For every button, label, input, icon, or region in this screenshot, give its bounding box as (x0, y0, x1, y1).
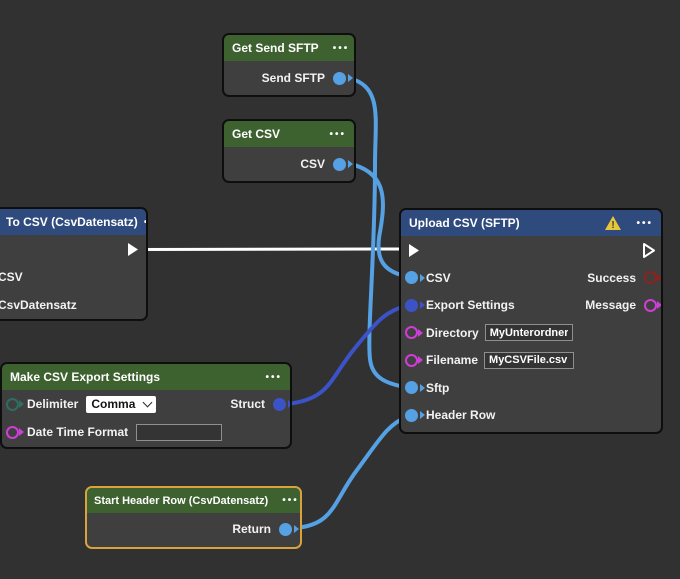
wire-struct-to-exportsettings[interactable] (285, 303, 410, 406)
port-label: CSV (0, 270, 23, 284)
port-row: Return (87, 513, 300, 545)
input-port-filename[interactable] (405, 353, 418, 367)
wire-getcsv-to-csv[interactable] (347, 161, 412, 279)
port-label: Send SFTP (261, 71, 325, 85)
node-make-csv-export-settings[interactable]: Make CSV Export Settings ••• Delimiter C… (0, 362, 292, 449)
node-title: Make CSV Export Settings (10, 370, 161, 384)
exec-out-pin[interactable] (125, 241, 140, 258)
input-port-directory[interactable] (405, 326, 418, 340)
port-label: Sftp (426, 380, 450, 395)
port-row: Directory (401, 319, 661, 347)
port-label: Export Settings (426, 298, 515, 313)
input-port-header-row[interactable] (405, 408, 418, 422)
node-title: Get Send SFTP (232, 41, 319, 55)
wire-exec-tocsv-to-upload[interactable] (137, 247, 411, 251)
port-label: CsvDatensatz (0, 298, 77, 312)
warning-icon[interactable]: ! (604, 215, 622, 231)
port-label: Directory (426, 325, 479, 340)
menu-dots-icon[interactable]: ••• (282, 495, 299, 506)
exec-row (0, 235, 146, 263)
node-header[interactable]: To CSV (CsvDatensatz) ••• (0, 209, 146, 235)
node-header[interactable]: Start Header Row (CsvDatensatz) ••• (87, 488, 300, 513)
port-row: Date Time Format (2, 418, 290, 446)
node-get-send-sftp[interactable]: Get Send SFTP ••• Send SFTP (222, 33, 356, 97)
port-label: Return (232, 522, 271, 536)
delimiter-selected-value: Comma (91, 397, 136, 411)
node-to-csv[interactable]: To CSV (CsvDatensatz) ••• CSV CsvDatensa… (0, 207, 148, 321)
input-port-export-settings[interactable] (405, 298, 418, 312)
port-label: Filename (426, 353, 479, 368)
node-header[interactable]: Get Send SFTP ••• (224, 35, 354, 61)
wire-sendsftp-to-sftp[interactable] (347, 76, 412, 390)
port-label: Header Row (426, 408, 496, 423)
menu-dots-icon[interactable]: ••• (265, 371, 282, 383)
exec-out-pin[interactable] (641, 242, 656, 259)
port-row: Header Row (401, 402, 661, 430)
menu-dots-icon[interactable]: ••• (636, 217, 653, 229)
port-row: Send SFTP (224, 61, 354, 95)
delimiter-select[interactable]: Comma (86, 395, 157, 413)
output-port-struct[interactable] (273, 397, 286, 411)
exec-row (401, 236, 661, 264)
output-port-csv[interactable] (333, 157, 346, 171)
node-start-header-row[interactable]: Start Header Row (CsvDatensatz) ••• Retu… (85, 486, 302, 549)
input-port-delimiter[interactable] (6, 397, 19, 411)
input-port-sftp[interactable] (405, 381, 418, 395)
exec-in-pin[interactable] (406, 242, 421, 259)
node-header[interactable]: Make CSV Export Settings ••• (2, 364, 290, 390)
filename-input[interactable] (484, 351, 575, 369)
menu-dots-icon[interactable]: ••• (332, 42, 350, 54)
output-port-return[interactable] (279, 522, 292, 536)
port-label: Delimiter (27, 397, 79, 411)
port-label: CSV (426, 270, 451, 285)
menu-dots-icon[interactable]: ••• (144, 217, 146, 228)
menu-dots-icon[interactable]: ••• (329, 128, 346, 140)
port-row: Filename (401, 347, 661, 375)
node-get-csv[interactable]: Get CSV ••• CSV (222, 119, 356, 183)
port-row: CSV Success (401, 264, 661, 292)
node-title: Upload CSV (SFTP) (409, 216, 520, 230)
port-label: Success (587, 270, 636, 285)
port-row: CSV (224, 147, 354, 181)
port-label: Message (585, 298, 636, 313)
port-row: CsvDatensatz (0, 291, 146, 319)
output-port-success[interactable] (644, 271, 657, 285)
node-title: To CSV (CsvDatensatz) (6, 215, 138, 229)
svg-text:!: ! (612, 220, 615, 231)
date-time-format-input[interactable] (136, 423, 223, 441)
node-title: Get CSV (232, 127, 281, 141)
node-header[interactable]: Upload CSV (SFTP) ! ••• (401, 210, 661, 236)
port-row: CSV (0, 263, 146, 291)
port-row: Export Settings Message (401, 292, 661, 320)
wire-return-to-headerrow[interactable] (293, 414, 410, 530)
input-port-date-time-format[interactable] (6, 425, 19, 439)
port-label: Date Time Format (27, 425, 129, 439)
port-row: Delimiter Comma Struct (2, 390, 290, 418)
node-title: Start Header Row (CsvDatensatz) (94, 494, 269, 507)
output-port-message[interactable] (644, 298, 657, 312)
directory-input[interactable] (484, 324, 573, 342)
port-row: Sftp (401, 374, 661, 402)
node-upload-csv-sftp[interactable]: Upload CSV (SFTP) ! ••• CSV Success (399, 208, 663, 434)
output-port-send-sftp[interactable] (333, 71, 346, 85)
node-header[interactable]: Get CSV ••• (224, 121, 354, 147)
port-label: CSV (300, 157, 325, 171)
chevron-down-icon (142, 397, 153, 408)
port-label: Struct (230, 397, 265, 411)
input-port-csv[interactable] (405, 271, 418, 285)
